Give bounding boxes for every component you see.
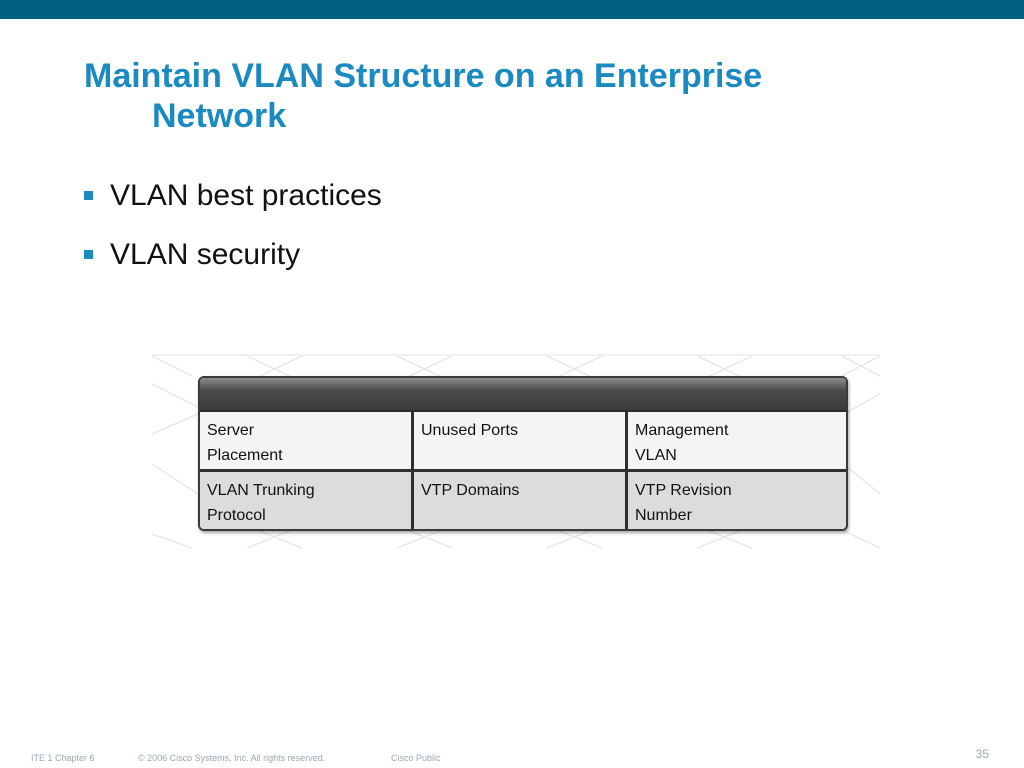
cell-text: Server xyxy=(207,422,255,439)
table-cell: Unused Ports xyxy=(414,412,628,469)
top-bar xyxy=(0,0,1024,19)
page-number: 35 xyxy=(975,747,989,761)
table-cell: Server Placement xyxy=(200,412,414,469)
bullet-item: VLAN security xyxy=(84,233,382,277)
slide-title: Maintain VLAN Structure on an Enterprise… xyxy=(84,56,964,136)
vlan-figure: Server Placement Unused Ports Management… xyxy=(152,354,880,550)
cell-text: VTP Domains xyxy=(421,482,520,499)
cell-text: VTP Revision xyxy=(635,482,732,499)
bullet-item: VLAN best practices xyxy=(84,174,382,218)
table-cell: VLAN Trunking Protocol xyxy=(200,472,414,529)
square-bullet-icon xyxy=(84,250,93,259)
footer-chapter: ITE 1 Chapter 6 xyxy=(31,753,95,763)
square-bullet-icon xyxy=(84,191,93,200)
cell-text: Number xyxy=(635,507,692,524)
bullet-text: VLAN best practices xyxy=(110,179,382,212)
title-line-1: Maintain VLAN Structure on an Enterprise xyxy=(84,57,763,95)
vlan-topics-table: Server Placement Unused Ports Management… xyxy=(198,376,848,531)
footer-copyright: © 2006 Cisco Systems, Inc. All rights re… xyxy=(138,753,326,763)
table-row: Server Placement Unused Ports Management… xyxy=(200,412,846,469)
table-cell: Management VLAN xyxy=(628,412,840,469)
cell-text: Placement xyxy=(207,447,283,464)
cell-text: VLAN Trunking xyxy=(207,482,315,499)
cell-text: VLAN xyxy=(635,447,677,464)
table-cell: VTP Revision Number xyxy=(628,472,840,529)
cell-text: Management xyxy=(635,422,729,439)
table-row: VLAN Trunking Protocol VTP Domains VTP R… xyxy=(200,469,846,529)
bullet-text: VLAN security xyxy=(110,238,301,271)
footer-classification: Cisco Public xyxy=(391,753,441,763)
table-header-bar xyxy=(200,378,846,412)
cell-text: Protocol xyxy=(207,507,266,524)
cell-text: Unused Ports xyxy=(421,422,518,439)
bullet-list: VLAN best practices VLAN security xyxy=(84,174,382,292)
table-cell: VTP Domains xyxy=(414,472,628,529)
title-line-2: Network xyxy=(152,97,287,135)
